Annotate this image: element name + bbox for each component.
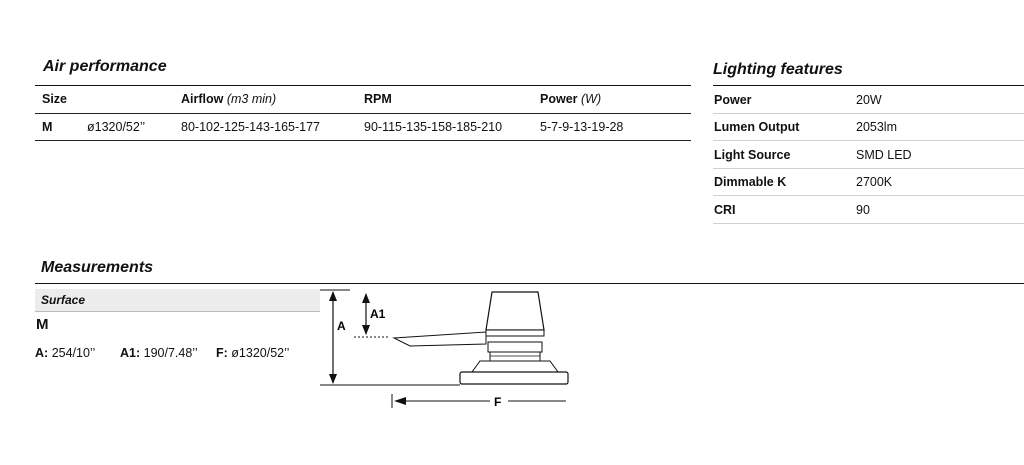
surface-label: Surface: [41, 293, 86, 307]
header-power: Power (W): [540, 92, 602, 106]
lighting-row-dimmable-k: Dimmable K 2700K: [713, 168, 1024, 196]
lighting-row-value: 90: [856, 203, 870, 217]
measurements-title: Measurements: [41, 259, 154, 276]
arrow-left-icon: [394, 397, 406, 405]
fan-canopy: [485, 291, 545, 331]
lighting-row-value: 2053lm: [856, 120, 897, 134]
lighting-row-label: Lumen Output: [714, 120, 800, 134]
arrow-up-icon: [329, 291, 337, 301]
lighting-row-light-source: Light Source SMD LED: [713, 141, 1024, 169]
measurements-top-rule: [35, 283, 1024, 284]
fan-blade: [392, 331, 487, 347]
row-diameter: ø1320/52’’: [87, 120, 146, 134]
surface-rule: [35, 311, 320, 312]
label-a: A: [337, 319, 346, 333]
air-performance-top-rule: [35, 85, 691, 86]
lighting-row-value: 20W: [856, 93, 882, 107]
lighting-row-lumen-output: Lumen Output 2053lm: [713, 113, 1024, 141]
lighting-row-label: Power: [714, 93, 752, 107]
label-a1: A1: [370, 307, 386, 321]
f-label-background: [490, 393, 508, 409]
row-power: 5-7-9-13-19-28: [540, 120, 624, 134]
row-size: M: [42, 120, 53, 134]
surface-bar: Surface: [35, 289, 320, 311]
air-performance-header-rule: [35, 113, 691, 114]
arrow-up-icon: [362, 293, 370, 303]
lighting-features-title: Lighting features: [713, 61, 843, 78]
lighting-row-value: 2700K: [856, 175, 893, 189]
label-f: F: [494, 395, 501, 409]
lighting-row-value: SMD LED: [856, 148, 912, 162]
fan-light-base: [471, 360, 559, 373]
air-performance-bottom-rule: [35, 140, 691, 141]
row-rpm: 90-115-135-158-185-210: [364, 120, 503, 134]
measurement-a: A: 254/10’’: [35, 346, 96, 360]
arrow-down-icon: [362, 325, 370, 335]
fan-motor-ring: [489, 351, 541, 362]
measurement-size: M: [36, 316, 49, 333]
lighting-row-label: Light Source: [714, 148, 791, 162]
row-airflow: 80-102-125-143-165-177: [181, 120, 320, 134]
header-airflow: Airflow (m3 min): [181, 92, 277, 106]
header-airflow-unit: (m3 min): [226, 92, 277, 106]
fan-light-diffuser: [459, 371, 569, 385]
header-rpm: RPM: [364, 92, 392, 106]
measurement-a1: A1: 190/7.48’’: [120, 346, 198, 360]
lighting-row-label: Dimmable K: [714, 175, 787, 189]
fan-motor-ring: [487, 341, 543, 353]
lighting-row-power: Power 20W: [713, 86, 1024, 114]
measurement-f: F: ø1320/52’’: [216, 346, 290, 360]
fan-collar: [485, 329, 545, 337]
lighting-row-label: CRI: [714, 203, 736, 217]
lighting-features-top-rule: [713, 85, 1024, 86]
header-size: Size: [42, 92, 68, 106]
arrow-down-icon: [329, 374, 337, 384]
air-performance-title: Air performance: [43, 58, 167, 75]
fan-dimension-diagram: A A1 F: [320, 289, 569, 409]
lighting-row-cri: CRI 90: [713, 196, 1024, 224]
header-power-unit: (W): [581, 92, 602, 106]
